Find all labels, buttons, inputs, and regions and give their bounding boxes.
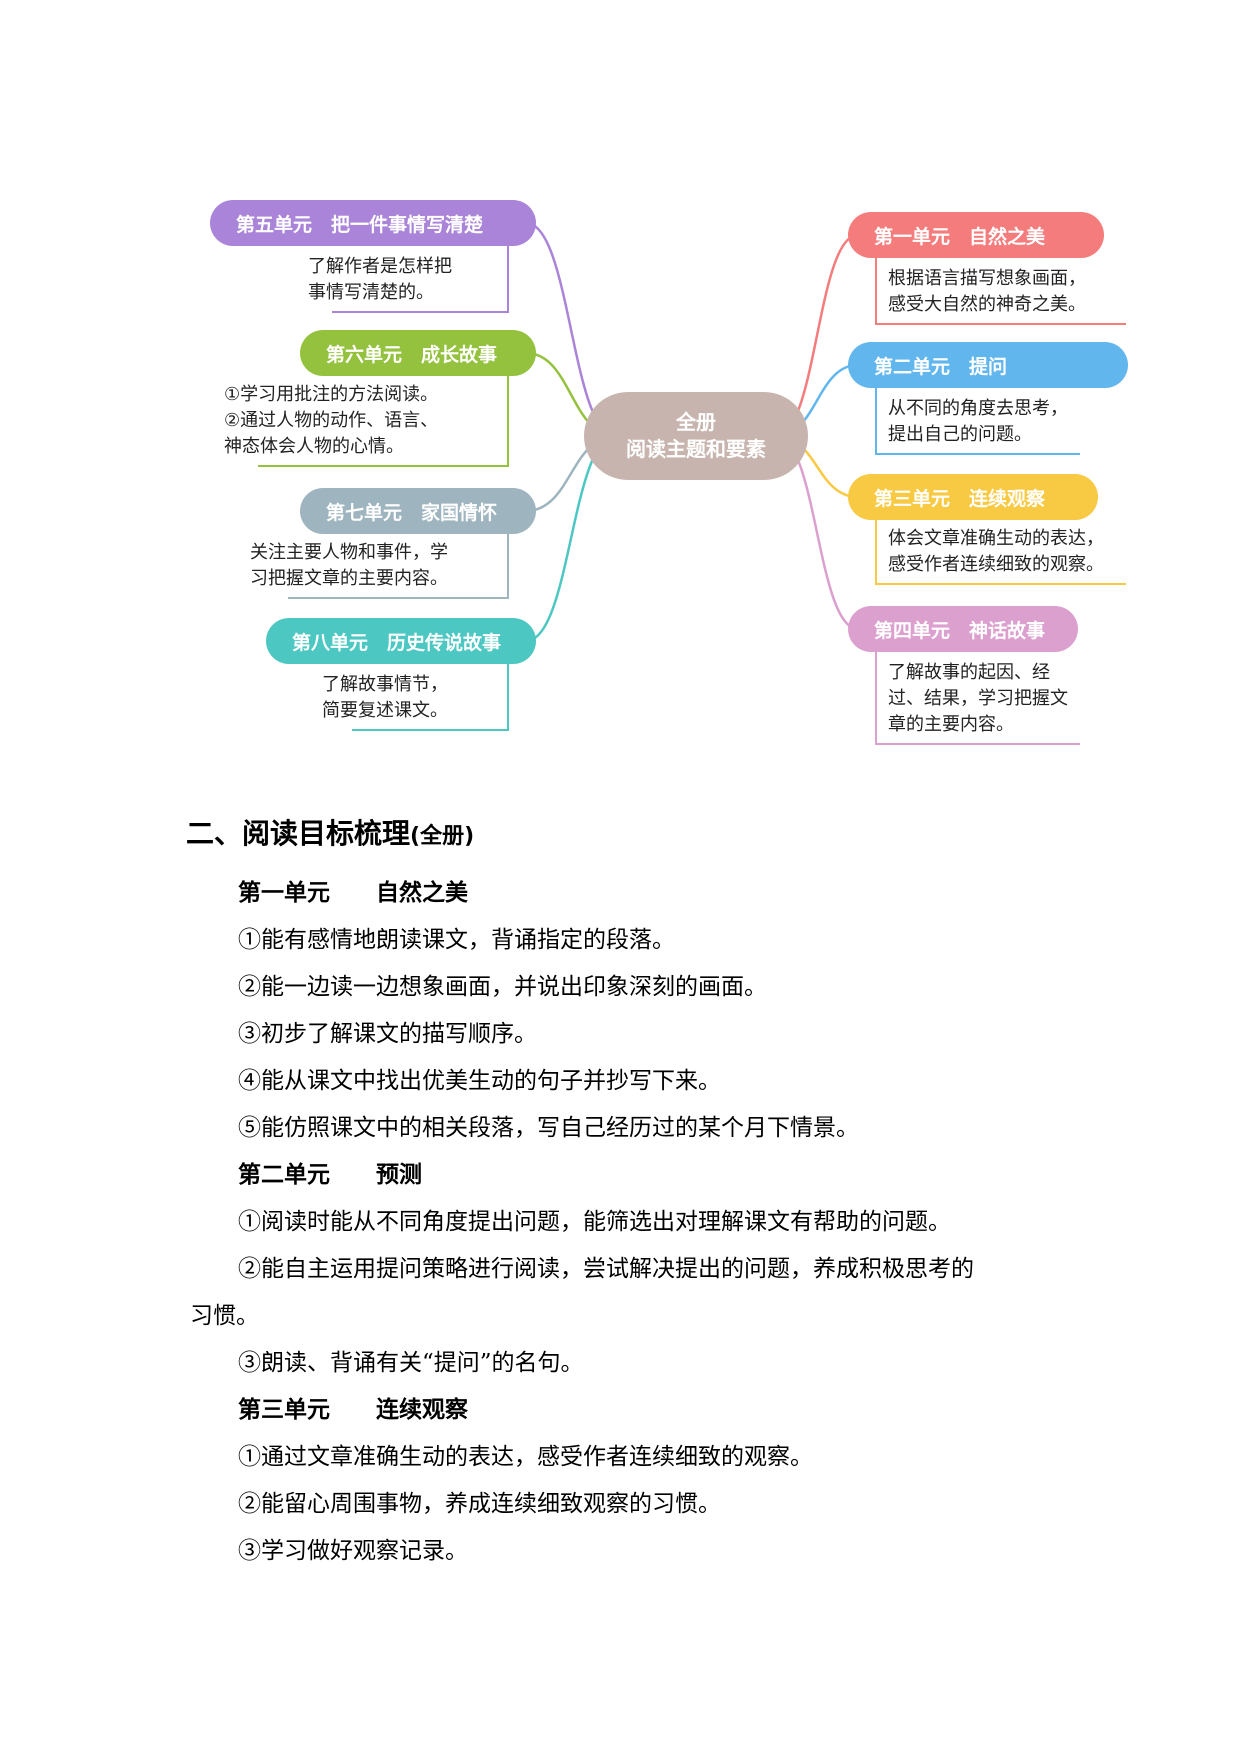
unit-node-title: 第八单元 历史传说故事	[292, 631, 502, 654]
goal-item: ②能留心周围事物，养成连续细致观察的习惯。	[238, 1491, 721, 1517]
unit-node-title: 第四单元 神话故事	[874, 619, 1046, 642]
description-bracket	[352, 664, 509, 731]
description-line: 了解故事的起因、经	[888, 662, 1050, 683]
description-bracket	[875, 388, 1080, 455]
unit-goal-heading: 第二单元 预测	[238, 1162, 422, 1188]
description-line: 了解故事情节，	[322, 674, 448, 695]
goal-item-continuation: 习惯。	[190, 1303, 259, 1329]
unit-node-title: 第六单元 成长故事	[326, 343, 498, 366]
description-line: 感受作者连续细致的观察。	[888, 554, 1104, 575]
unit-node-title: 第三单元 连续观察	[874, 487, 1046, 510]
unit-node-6: 第六单元 成长故事	[300, 330, 536, 376]
mind-map-center-node: 全册 阅读主题和要素	[584, 392, 808, 480]
reading-goals: 第一单元 自然之美 ①能有感情地朗读课文，背诵指定的段落。 ②能一边读一边想象画面，…	[190, 870, 1090, 1575]
description-line: 事情写清楚的。	[308, 282, 434, 303]
unit-goal-heading: 第一单元 自然之美	[238, 880, 468, 906]
goal-item: ③朗读、背诵有关“提问”的名句。	[238, 1350, 584, 1376]
section-heading: 二、阅读目标梳理(全册)	[186, 812, 474, 852]
unit-node-description: 体会文章准确生动的表达， 感受作者连续细致的观察。	[888, 526, 1104, 578]
unit-node-3: 第三单元 连续观察	[848, 474, 1098, 520]
unit-node-description: 根据语言描写想象画面， 感受大自然的神奇之美。	[888, 266, 1086, 318]
description-line: 体会文章准确生动的表达，	[888, 528, 1104, 549]
description-bracket	[288, 534, 509, 599]
goal-item: ①通过文章准确生动的表达，感受作者连续细致的观察。	[238, 1444, 813, 1470]
goal-item: ①阅读时能从不同角度提出问题，能筛选出对理解课文有帮助的问题。	[238, 1209, 951, 1235]
description-line: 章的主要内容。	[888, 714, 1014, 735]
unit-node-title: 第七单元 家国情怀	[326, 501, 498, 524]
description-line: ②通过人物的动作、语言、	[224, 410, 439, 431]
unit-node-2: 第二单元 提问	[848, 342, 1128, 388]
unit-node-8: 第八单元 历史传说故事	[266, 618, 536, 664]
goal-item: ②能一边读一边想象画面，并说出印象深刻的画面。	[238, 974, 767, 1000]
description-bracket	[332, 246, 509, 313]
unit-node-7: 第七单元 家国情怀	[300, 488, 536, 534]
description-line: 根据语言描写想象画面，	[888, 268, 1086, 289]
description-line: 过、结果，学习把握文	[888, 688, 1068, 709]
goal-item: ③初步了解课文的描写顺序。	[238, 1021, 537, 1047]
center-label-line1: 全册	[676, 410, 716, 434]
description-bracket	[258, 376, 509, 467]
unit-goal-heading: 第三单元 连续观察	[238, 1397, 468, 1423]
description-line: 神态体会人物的心情。	[224, 436, 404, 457]
unit-node-description: ①学习用批注的方法阅读。 ②通过人物的动作、语言、神态体会人物的心情。	[224, 382, 438, 460]
unit-node-5: 第五单元 把一件事情写清楚	[210, 200, 536, 246]
unit-node-4: 第四单元 神话故事	[848, 606, 1078, 652]
description-bracket	[875, 520, 1126, 585]
unit-node-title: 第二单元 提问	[874, 355, 1008, 378]
description-line: 从不同的角度去思考，	[888, 398, 1068, 419]
unit-node-description: 了解故事情节， 简要复述课文。	[322, 672, 448, 724]
description-line: 提出自己的问题。	[888, 424, 1032, 445]
description-line: 关注主要人物和事件，学	[250, 542, 448, 563]
description-line: 简要复述课文。	[322, 700, 448, 721]
unit-node-1: 第一单元 自然之美	[848, 212, 1104, 258]
description-line: 习把握文章的主要内容。	[250, 568, 448, 589]
goal-item: ④能从课文中找出优美生动的句子并抄写下来。	[238, 1068, 721, 1094]
goal-item: ①能有感情地朗读课文，背诵指定的段落。	[238, 927, 675, 953]
description-line: 了解作者是怎样把	[308, 256, 452, 277]
description-line: 感受大自然的神奇之美。	[888, 294, 1086, 315]
unit-node-description: 从不同的角度去思考， 提出自己的问题。	[888, 396, 1068, 448]
goal-item: ②能自主运用提问策略进行阅读，尝试解决提出的问题，养成积极思考的	[238, 1256, 974, 1282]
description-line: ①学习用批注的方法阅读。	[224, 384, 439, 405]
description-bracket	[875, 652, 1080, 745]
description-bracket	[875, 258, 1126, 325]
unit-node-title: 第一单元 自然之美	[874, 225, 1046, 248]
mind-map: 全册 阅读主题和要素 第一单元 自然之美根据语言描写想象画面， 感受大自然的神奇之…	[0, 0, 1240, 760]
unit-node-description: 了解故事的起因、经过、结果，学习把握文章的主要内容。	[888, 660, 1068, 738]
unit-node-description: 了解作者是怎样把事情写清楚的。	[308, 254, 452, 306]
unit-node-description: 关注主要人物和事件，学习把握文章的主要内容。	[250, 540, 448, 592]
section-title: 二、阅读目标梳理	[186, 817, 411, 850]
section-subtitle: (全册)	[410, 824, 475, 849]
unit-node-title: 第五单元 把一件事情写清楚	[236, 213, 484, 236]
goal-item: ⑤能仿照课文中的相关段落，写自己经历过的某个月下情景。	[238, 1115, 859, 1141]
center-label-line2: 阅读主题和要素	[626, 437, 766, 461]
goal-item: ③学习做好观察记录。	[238, 1538, 468, 1564]
